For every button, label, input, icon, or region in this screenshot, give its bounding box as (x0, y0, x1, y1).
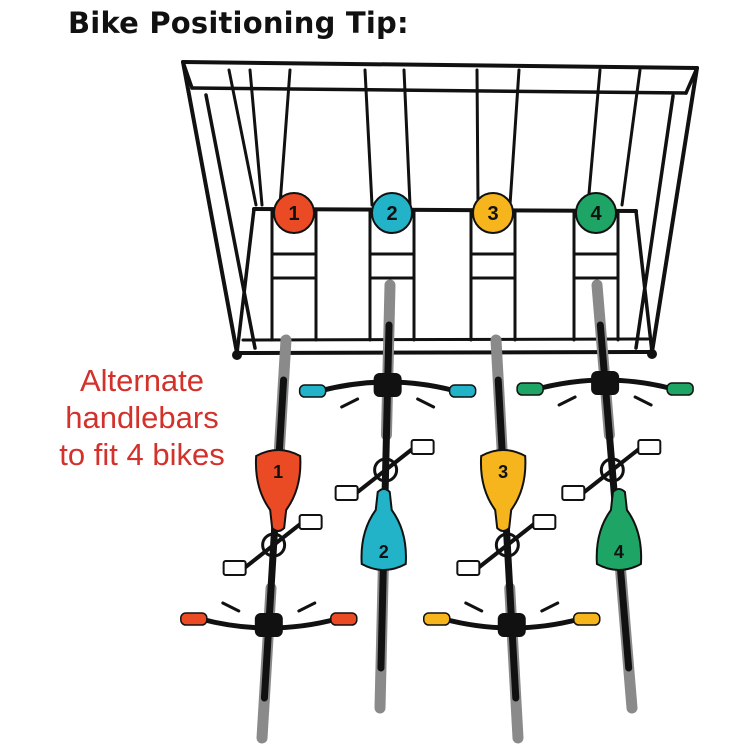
saddle (595, 488, 643, 571)
slot-number-badge (273, 192, 315, 234)
diagram-title: Bike Positioning Tip: (68, 6, 409, 40)
rack-right-post (650, 66, 699, 354)
note-line: handlebars (65, 400, 219, 435)
brake-lever (464, 601, 484, 613)
bike-4: 4 (516, 279, 694, 714)
rack-wheel-slot (368, 209, 416, 342)
handlebar-grip (298, 384, 327, 398)
stem-clamp (497, 613, 526, 637)
slot-number-label: 1 (288, 203, 299, 225)
rack-bar (586, 68, 602, 207)
alternate-handlebars-note: Alternate handlebars to fit 4 bikes (28, 362, 256, 473)
note-line: to fit 4 bikes (59, 437, 225, 472)
bikes: 1 2 3 4 (180, 279, 694, 744)
pedal (410, 439, 435, 455)
handlebar-grip (180, 612, 208, 626)
saddle-number-label: 4 (614, 542, 624, 562)
rack-bottom-rail (235, 350, 654, 355)
pedal (456, 560, 481, 576)
stem-clamp (254, 613, 283, 637)
rack-bar (620, 68, 642, 207)
bike-frame (494, 376, 520, 702)
brake-lever (221, 601, 241, 613)
rack-foot (232, 350, 242, 360)
brake-lever (340, 397, 360, 409)
rack-bottom-rail-inner (241, 337, 650, 342)
rack-bar (278, 68, 292, 207)
slot-number-badge (575, 192, 617, 234)
brake-lever (297, 601, 317, 613)
rack-bar (475, 68, 480, 207)
saddle (254, 449, 302, 532)
rack-left-post (181, 60, 239, 355)
rack-right-post-inner (634, 94, 675, 350)
saddle-number-label: 1 (273, 462, 283, 482)
crank-arm (383, 446, 416, 472)
brake-lever (633, 395, 653, 407)
note-line: Alternate (79, 363, 205, 398)
rack-top-rail (181, 60, 699, 70)
crank-arm (505, 521, 538, 547)
crank-arm (271, 521, 304, 547)
rack-bar (363, 68, 374, 207)
stem-clamp (591, 371, 620, 395)
handlebar-grip (573, 612, 601, 626)
rack-bar (227, 68, 258, 207)
pedal (222, 560, 247, 576)
slot-number-badge (371, 192, 413, 234)
chainring (599, 457, 625, 483)
rack-wheel-slot (572, 209, 620, 342)
rack-bar (248, 68, 264, 207)
brake-lever (540, 601, 560, 613)
saddle (479, 449, 527, 532)
crank-arm (610, 446, 643, 472)
brake-lever (557, 395, 577, 407)
bike-3: 3 (423, 334, 601, 744)
bike-1: 1 (180, 334, 358, 744)
rack-middle-rail (252, 207, 638, 213)
pedal (334, 485, 359, 501)
rack-side-link (634, 209, 654, 354)
brake-lever (416, 397, 436, 409)
slot-number-label: 2 (386, 203, 397, 225)
rack-top-rail-inner (190, 86, 688, 95)
saddle-number-label: 2 (379, 542, 389, 562)
handlebar-grip (666, 382, 694, 396)
stem-clamp (373, 373, 402, 397)
slot-number-label: 3 (487, 203, 498, 225)
rack-left-post-inner (204, 93, 257, 350)
handlebar-grip (516, 382, 544, 396)
crank-arm (243, 543, 276, 569)
bike-2: 2 (298, 279, 477, 714)
crank-arm (355, 468, 388, 494)
crank-arm (582, 468, 615, 494)
chainring (373, 457, 399, 483)
chainring (494, 532, 520, 558)
saddle (360, 488, 407, 571)
rack-frame (181, 60, 699, 360)
handlebar-grip (448, 384, 477, 398)
slot-number-badge (472, 192, 514, 234)
bike-frame (260, 376, 288, 702)
rack-foot (647, 349, 657, 359)
rack-wheel-slot (469, 209, 517, 342)
rack-side-link (235, 207, 256, 355)
pedal (532, 514, 557, 530)
handlebar-grip (330, 612, 358, 626)
handlebar-grip (423, 612, 451, 626)
slot-number-label: 4 (590, 203, 602, 225)
crank-arm (477, 543, 510, 569)
saddle-number-label: 3 (498, 462, 508, 482)
pedal (298, 514, 323, 530)
pedal (561, 485, 586, 501)
rack-bar (508, 68, 521, 207)
pedal (637, 439, 662, 455)
chainring (261, 532, 287, 558)
rack-bar (402, 68, 412, 207)
rack-wheel-slot (270, 209, 318, 342)
